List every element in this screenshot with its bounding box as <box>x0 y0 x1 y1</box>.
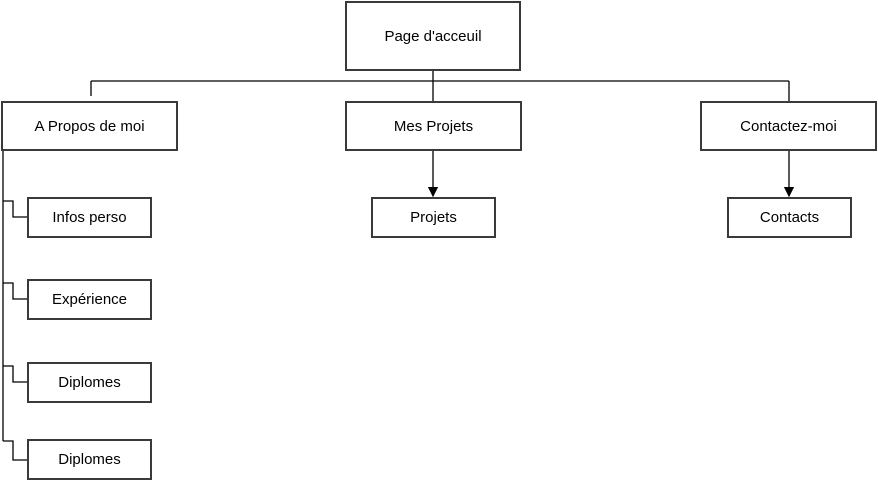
node-section-contact: Contactez-moi <box>700 101 877 151</box>
node-section-projects: Mes Projets <box>345 101 522 151</box>
connector-about-child-1 <box>3 200 28 218</box>
connector-about-child-2 <box>3 282 28 300</box>
node-about-child-3: Diplomes <box>27 362 152 403</box>
node-section-about: A Propos de moi <box>1 101 178 151</box>
node-about-child-2: Expérience <box>27 279 152 320</box>
node-root: Page d'acceuil <box>345 1 521 71</box>
node-contact-child-1: Contacts <box>727 197 852 238</box>
connector-about-child-3 <box>3 365 28 383</box>
node-projects-child-1: Projets <box>371 197 496 238</box>
node-about-child-1: Infos perso <box>27 197 152 238</box>
connector-about-child-4 <box>3 440 28 461</box>
node-about-child-4: Diplomes <box>27 439 152 480</box>
